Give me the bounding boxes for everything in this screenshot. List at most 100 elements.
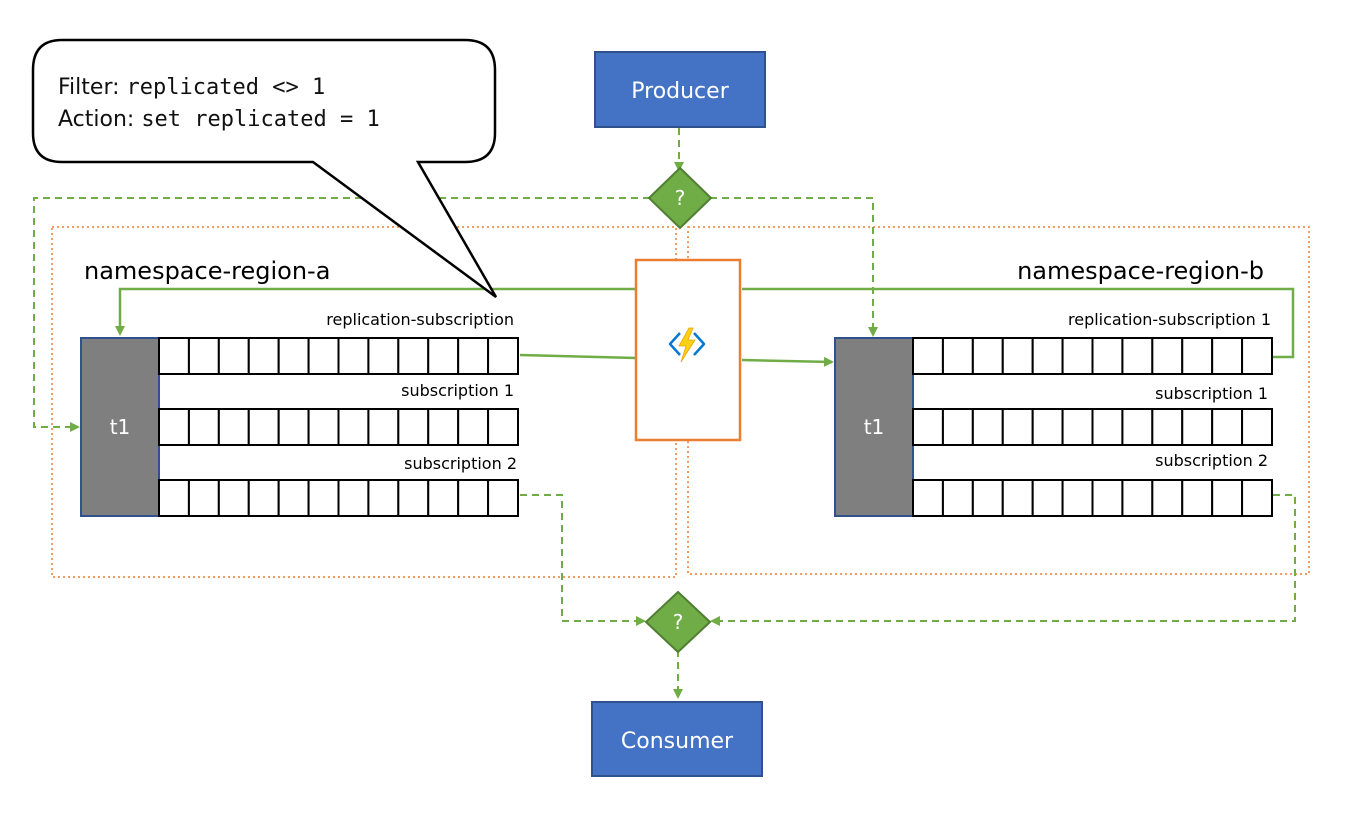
region-a-subscription-label: replication-subscription (326, 310, 514, 329)
namespace-region-a-boundary (51, 226, 677, 578)
queue-message-cell (1121, 408, 1154, 446)
replication-flows (115, 287, 1295, 367)
queue-region-b-1 (912, 408, 1273, 446)
queue-message-cell (1001, 408, 1034, 446)
consumer-box: Consumer (591, 701, 763, 777)
region-a-topic: t1 (80, 337, 160, 517)
flow-function-to-region-a-topic (115, 287, 636, 336)
flow-region-b-sub2-to-decision (710, 494, 1296, 626)
queue-message-cell (1091, 479, 1124, 517)
queue-message-cell (367, 408, 400, 446)
filter-callout-text: Filter: replicated <> 1 Action: set repl… (58, 72, 478, 136)
queue-message-cell (1061, 479, 1094, 517)
region-a-subscription-label: subscription 1 (401, 381, 514, 400)
queue-message-cell (397, 479, 430, 517)
callout-action-label: Action: (58, 107, 135, 132)
callout-filter-line: Filter: replicated <> 1 (58, 72, 478, 104)
flow-region-b-repl-sub-to-function (742, 287, 1295, 359)
queue-message-cell (1031, 408, 1064, 446)
queue-message-cell (1001, 337, 1034, 375)
queue-region-a-1 (158, 408, 519, 446)
queue-message-cell (217, 408, 250, 446)
queue-message-cell (457, 479, 490, 517)
queue-message-cell (427, 337, 460, 375)
queue-message-cell (487, 408, 519, 446)
queue-message-cell (158, 479, 190, 517)
namespace-region-b-boundary (687, 226, 1310, 575)
queue-message-cell (247, 479, 280, 517)
queue-message-cell (457, 337, 490, 375)
queue-message-cell (307, 479, 340, 517)
flow-region-a-repl-sub-to-function (519, 353, 637, 360)
queue-message-cell (912, 408, 944, 446)
region-b-subscription-label: subscription 1 (1155, 384, 1268, 403)
consumer-label: Consumer (621, 729, 734, 754)
flow-decision-to-region-a (33, 197, 650, 432)
queue-message-cell (912, 479, 944, 517)
queue-message-cell (941, 479, 974, 517)
queue-message-cell (1031, 479, 1064, 517)
queue-message-cell (307, 337, 340, 375)
queue-region-b-0 (912, 337, 1273, 375)
queue-message-cell (1121, 337, 1154, 375)
replication-function-box (634, 258, 742, 442)
queue-message-cell (307, 408, 340, 446)
callout-action-line: Action: set replicated = 1 (58, 104, 478, 136)
queue-message-cell (912, 337, 944, 375)
region-b-subscription-label: replication-subscription 1 (1068, 310, 1271, 329)
queue-message-cell (941, 337, 974, 375)
region-a-topic-label: t1 (110, 415, 131, 439)
region-b-subscription-label: subscription 2 (1155, 451, 1268, 470)
queue-message-cell (1241, 337, 1273, 375)
queue-message-cell (277, 479, 310, 517)
region-b-topic-label: t1 (864, 415, 885, 439)
queue-message-cell (1181, 337, 1214, 375)
queue-message-cell (971, 337, 1004, 375)
queue-message-cell (1091, 337, 1124, 375)
queue-message-cell (158, 337, 190, 375)
queue-message-cell (367, 337, 400, 375)
flow-function-to-region-b-topic (741, 356, 834, 367)
queue-message-cell (427, 408, 460, 446)
queue-message-cell (337, 408, 370, 446)
queue-message-cell (187, 337, 220, 375)
producer-box: Producer (594, 51, 766, 128)
filter-callout-bubble (31, 38, 498, 299)
decision-bottom-label: ? (673, 610, 684, 634)
queue-message-cell (1151, 337, 1184, 375)
queue-message-cell (1001, 479, 1034, 517)
queue-message-cell (1061, 408, 1094, 446)
queue-message-cell (1121, 479, 1154, 517)
flow-region-a-sub2-to-decision (520, 494, 646, 626)
queue-message-cell (941, 408, 974, 446)
region-b-topic: t1 (834, 337, 914, 517)
queue-message-cell (427, 479, 460, 517)
queue-message-cell (487, 479, 519, 517)
queue-message-cell (971, 408, 1004, 446)
queue-message-cell (158, 408, 190, 446)
queue-region-a-2 (158, 479, 519, 517)
queue-message-cell (1151, 479, 1184, 517)
producer-label: Producer (631, 79, 729, 104)
decision-diamond-bottom: ? (644, 590, 712, 654)
queue-message-cell (337, 479, 370, 517)
queue-message-cell (1211, 337, 1244, 375)
queue-message-cell (1181, 479, 1214, 517)
queue-message-cell (187, 408, 220, 446)
queue-message-cell (1151, 408, 1184, 446)
queue-message-cell (487, 337, 519, 375)
queue-message-cell (1061, 337, 1094, 375)
decision-diamond-top: ? (647, 166, 713, 230)
callout-filter-label: Filter: (58, 75, 120, 100)
region-b-title: namespace-region-b (1017, 257, 1264, 285)
queue-message-cell (277, 408, 310, 446)
queue-message-cell (397, 337, 430, 375)
queue-message-cell (1091, 408, 1124, 446)
azure-function-icon (668, 327, 706, 363)
queue-message-cell (247, 337, 280, 375)
region-a-title: namespace-region-a (84, 257, 330, 285)
queue-message-cell (457, 408, 490, 446)
queue-message-cell (971, 479, 1004, 517)
